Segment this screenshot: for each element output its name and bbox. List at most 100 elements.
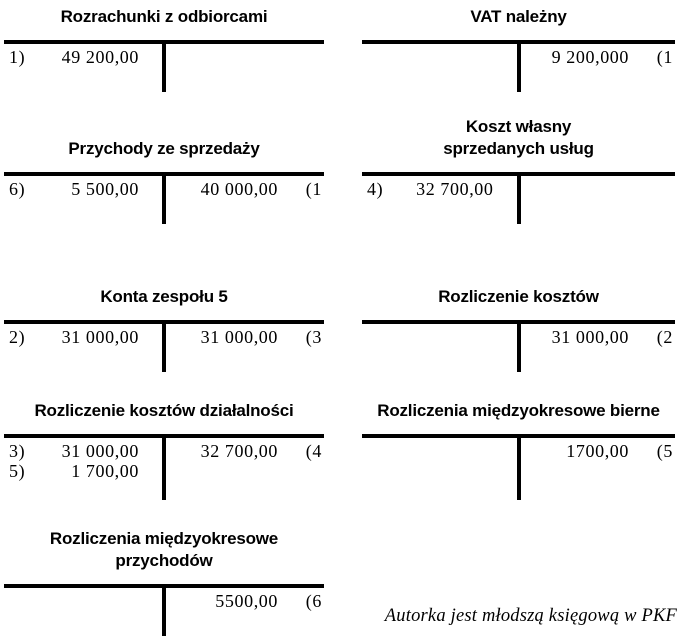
t-account-rozliczenia-miedzyokresowe-bierne: Rozliczenia międzyokresowe bierne 1700,0… xyxy=(362,400,676,500)
t-divider xyxy=(162,588,166,636)
t-account-line: 9 200,000 (1 xyxy=(362,40,676,92)
t-account-line: 5500,00 (6 xyxy=(4,584,324,636)
t-divider xyxy=(516,44,521,92)
entry-ref: 5) xyxy=(9,461,26,481)
debit-side: 2) 31 000,00 xyxy=(4,327,164,347)
t-account-przychody-ze-sprzedazy: Przychody ze sprzedaży 6) 5 500,00 40 00… xyxy=(4,138,324,224)
account-title: Rozliczenie kosztów działalności xyxy=(4,400,324,422)
account-title-line: sprzedanych usług xyxy=(443,139,594,158)
account-title: Rozliczenia międzyokresowe przychodów xyxy=(4,528,324,572)
t-divider xyxy=(516,176,521,224)
debit-side: 4) 32 700,00 xyxy=(362,179,519,199)
credit-side: 32 700,00 (4 xyxy=(164,441,324,481)
ledger-entry: 9 200,000 (1 xyxy=(519,47,676,67)
t-divider xyxy=(162,44,166,92)
credit-side xyxy=(164,47,324,67)
ledger-entry: 31 000,00 (2 xyxy=(519,327,676,347)
account-title: Rozrachunki z odbiorcami xyxy=(4,6,324,28)
t-divider xyxy=(162,176,166,224)
t-account-koszt-wlasny-sprzedanych-uslug: Koszt własny sprzedanych usług 4) 32 700… xyxy=(362,116,676,224)
account-title-line: Rozliczenie kosztów xyxy=(438,287,599,306)
t-account-line: 31 000,00 (2 xyxy=(362,320,676,372)
credit-side xyxy=(519,179,676,199)
ledger-entry: 31 000,00 (3 xyxy=(164,327,324,347)
credit-side: 31 000,00 (2 xyxy=(519,327,676,347)
credit-side: 40 000,00 (1 xyxy=(164,179,324,199)
t-divider xyxy=(162,438,166,500)
ledger-entry: 5500,00 (6 xyxy=(164,591,324,611)
entry-ref: (3 xyxy=(305,327,322,347)
credit-side: 31 000,00 (3 xyxy=(164,327,324,347)
ledger-entry: 40 000,00 (1 xyxy=(164,179,324,199)
t-account-rozliczenie-kosztow-dzialalnosci: Rozliczenie kosztów działalności 3) 31 0… xyxy=(4,400,324,500)
entry-ref: (5 xyxy=(656,441,673,461)
debit-side xyxy=(4,591,164,611)
account-title: Przychody ze sprzedaży xyxy=(4,138,324,160)
debit-side: 3) 31 000,00 5) 1 700,00 xyxy=(4,441,164,481)
entry-ref: 6) xyxy=(9,179,26,199)
entry-amount: 32 700,00 xyxy=(200,441,278,461)
ledger-entry: 2) 31 000,00 xyxy=(4,327,164,347)
author-caption: Autorka jest młodszą księgową w PKF xyxy=(384,606,677,626)
debit-side xyxy=(362,47,519,67)
account-title-line: Rozliczenie kosztów działalności xyxy=(34,401,294,420)
ledger-entry: 5) 1 700,00 xyxy=(4,461,164,481)
debit-side: 6) 5 500,00 xyxy=(4,179,164,199)
t-account-rozrachunki-z-odbiorcami: Rozrachunki z odbiorcami 1) 49 200,00 xyxy=(4,6,324,92)
account-title-line: Rozliczenia międzyokresowe bierne xyxy=(377,401,660,420)
entry-ref: 1) xyxy=(9,47,26,67)
t-account-line: 2) 31 000,00 31 000,00 (3 xyxy=(4,320,324,372)
credit-side: 9 200,000 (1 xyxy=(519,47,676,67)
t-account-konta-zespolu-5: Konta zespołu 5 2) 31 000,00 31 000,00 (… xyxy=(4,286,324,372)
account-title: Rozliczenia międzyokresowe bierne xyxy=(362,400,675,422)
credit-side: 1700,00 (5 xyxy=(519,441,676,461)
entry-amount: 32 700,00 xyxy=(416,179,494,199)
t-account-rozliczenie-kosztow: Rozliczenie kosztów 31 000,00 (2 xyxy=(362,286,676,372)
account-title: Rozliczenie kosztów xyxy=(362,286,675,308)
t-account-line: 3) 31 000,00 5) 1 700,00 32 700,00 (4 xyxy=(4,434,324,500)
t-account-line: 6) 5 500,00 40 000,00 (1 xyxy=(4,172,324,224)
account-title-line: Przychody ze sprzedaży xyxy=(68,139,260,158)
t-account-line: 1) 49 200,00 xyxy=(4,40,324,92)
debit-side xyxy=(362,327,519,347)
ledger-entry: 3) 31 000,00 xyxy=(4,441,164,461)
account-title-line: Rozrachunki z odbiorcami xyxy=(60,7,268,26)
entry-ref: 2) xyxy=(9,327,26,347)
entry-ref: 4) xyxy=(367,179,384,199)
entry-amount: 40 000,00 xyxy=(200,179,278,199)
account-title: Konta zespołu 5 xyxy=(4,286,324,308)
entry-ref: 3) xyxy=(9,441,26,461)
credit-side: 5500,00 (6 xyxy=(164,591,324,611)
entry-amount: 31 000,00 xyxy=(61,327,139,347)
entry-amount: 1700,00 xyxy=(566,441,629,461)
t-account-line: 1700,00 (5 xyxy=(362,434,676,500)
ledger-entry: 32 700,00 (4 xyxy=(164,441,324,461)
account-title-line: Rozliczenia międzyokresowe xyxy=(49,529,279,548)
ledger-entry: 1) 49 200,00 xyxy=(4,47,164,67)
entry-ref: (2 xyxy=(656,327,673,347)
account-title-line: VAT należny xyxy=(470,7,567,26)
entry-ref: (1 xyxy=(656,47,673,67)
t-divider xyxy=(162,324,166,372)
debit-side: 1) 49 200,00 xyxy=(4,47,164,67)
account-title-line: przychodów xyxy=(115,551,213,570)
entry-ref: (1 xyxy=(305,179,322,199)
ledger-entry: 1700,00 (5 xyxy=(519,441,676,461)
entry-amount: 5500,00 xyxy=(215,591,278,611)
entry-ref: (6 xyxy=(305,591,322,611)
entry-amount: 5 500,00 xyxy=(71,179,139,199)
entry-amount: 49 200,00 xyxy=(61,47,139,67)
account-title-line: Konta zespołu 5 xyxy=(100,287,228,306)
entry-amount: 1 700,00 xyxy=(71,461,139,481)
ledger-entry: 4) 32 700,00 xyxy=(362,179,519,199)
t-account-line: 4) 32 700,00 xyxy=(362,172,676,224)
account-title: Koszt własny sprzedanych usług xyxy=(362,116,675,160)
account-title-line: Koszt własny xyxy=(465,117,572,136)
debit-side xyxy=(362,441,519,461)
t-divider xyxy=(516,438,521,500)
entry-amount: 31 000,00 xyxy=(551,327,629,347)
entry-amount: 31 000,00 xyxy=(61,441,139,461)
t-divider xyxy=(516,324,521,372)
t-account-vat-nalezny: VAT należny 9 200,000 (1 xyxy=(362,6,676,92)
entry-amount: 9 200,000 xyxy=(551,47,629,67)
